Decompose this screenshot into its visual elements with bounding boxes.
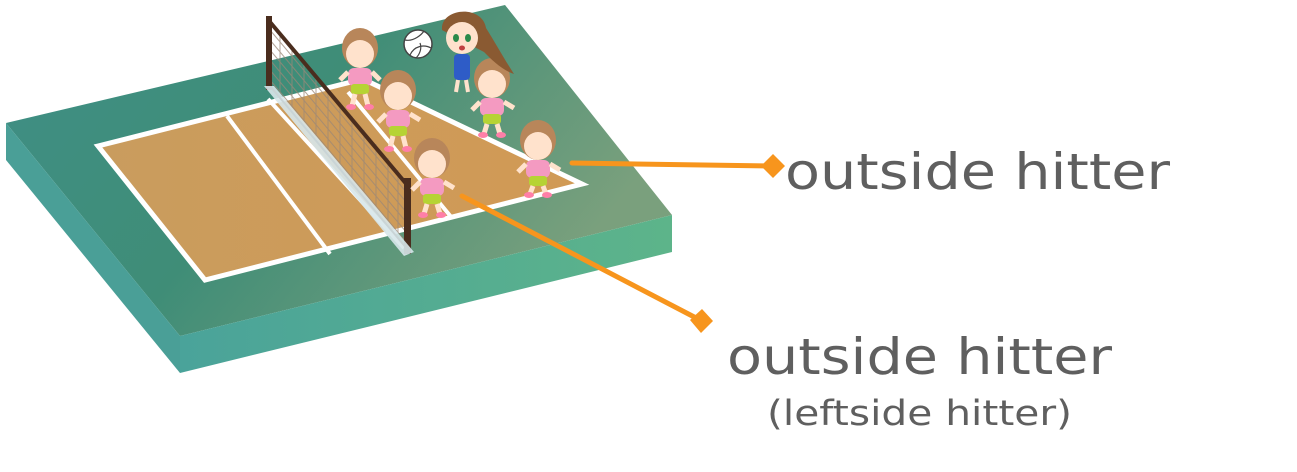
net-post-right [404,178,411,254]
players [338,11,562,218]
player-figure-icon [516,120,562,198]
volleyball-icon [403,29,433,59]
label-left-position: outside hitter [727,328,1113,386]
callout-line-left [459,193,703,323]
label-left-position-alt: (leftside hitter) [767,394,1072,434]
court-platform-left-side [6,123,180,373]
callout-line-right [569,160,775,169]
player-figure-icon [441,11,514,93]
playing-court [93,76,590,283]
player-figure-icon [410,138,456,218]
callout-marker-right [761,154,785,178]
player-figure-icon [376,70,422,152]
net-post-left [266,16,272,90]
label-right-position: outside hitter [785,143,1171,201]
net-top-band [268,20,410,188]
court-platform-front-side [180,215,672,373]
callout-marker-left [690,309,713,333]
attack-line-left [225,114,332,256]
volleyball-net-icon [264,16,414,256]
callout-left [459,193,713,333]
callout-right [569,154,785,178]
player-figure-icon [338,28,382,110]
player-figure-icon [470,58,516,138]
net-shadow [264,86,414,256]
